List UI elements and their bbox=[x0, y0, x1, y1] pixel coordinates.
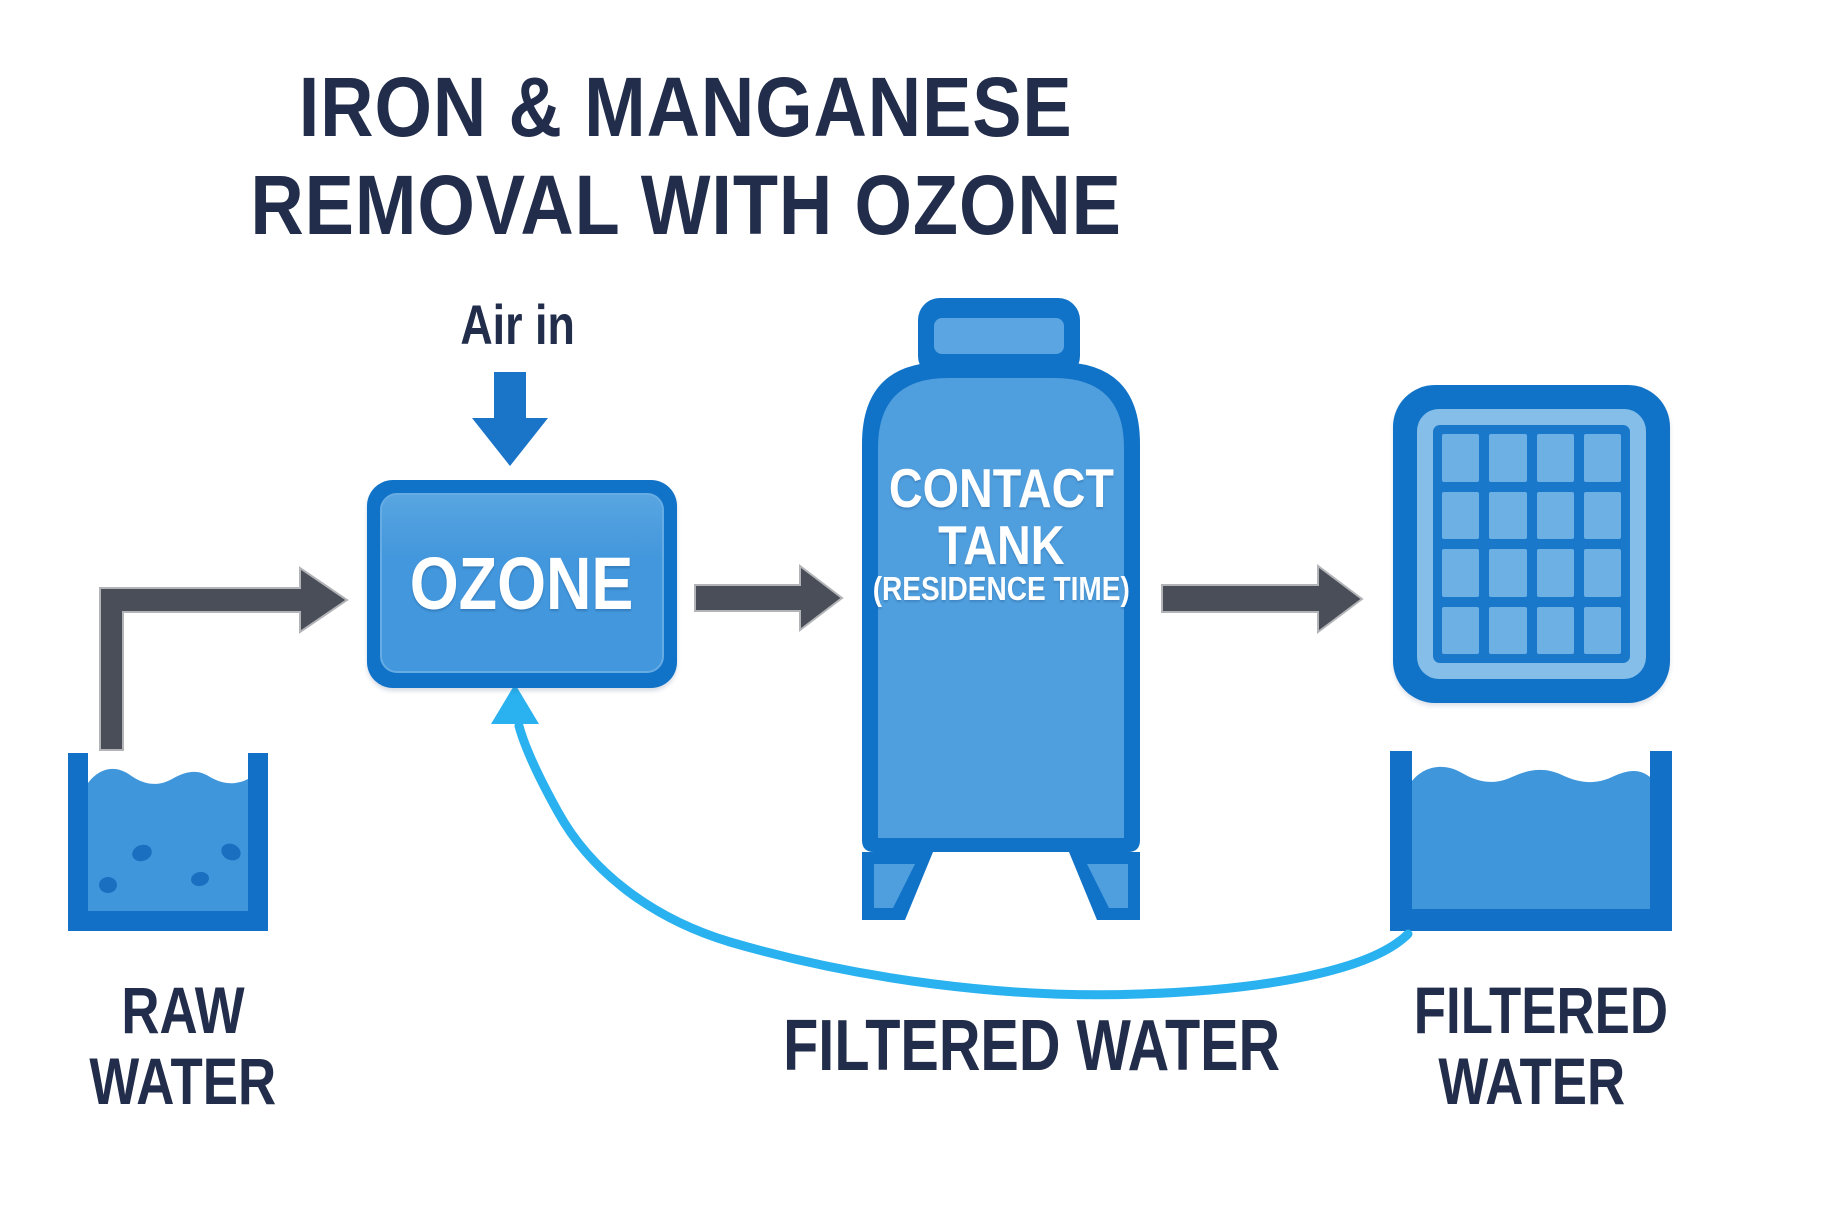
raw-water-container bbox=[68, 753, 268, 931]
contact-tank-shape bbox=[862, 298, 1140, 920]
filter-cell bbox=[1583, 606, 1621, 654]
filtered-water-center-label: FILTERED WATER bbox=[783, 1006, 1281, 1086]
air-in-label: Air in bbox=[460, 293, 576, 356]
ozone-generator: OZONE bbox=[367, 480, 677, 688]
right-arrow-icon bbox=[99, 566, 349, 751]
particle-dot bbox=[221, 843, 241, 861]
filter-cell bbox=[1536, 549, 1574, 597]
filter-cell bbox=[1442, 491, 1480, 539]
title-line-1: IRON & MANGANESE bbox=[299, 60, 1073, 154]
filter-cell bbox=[1489, 434, 1527, 482]
container-wall-bottom bbox=[1390, 909, 1672, 931]
container-wall-right bbox=[1650, 751, 1672, 931]
arrow-raw-to-ozone bbox=[99, 566, 349, 751]
particle-dot bbox=[132, 844, 152, 862]
filter-cell bbox=[1489, 549, 1527, 597]
air-in-arrow bbox=[472, 372, 548, 466]
page-title: IRON & MANGANESE REMOVAL WITH OZONE bbox=[0, 58, 1372, 255]
filtered-water-fill bbox=[1412, 766, 1650, 911]
filter-cell bbox=[1536, 491, 1574, 539]
particle-dot bbox=[99, 877, 117, 893]
right-arrow-icon bbox=[694, 563, 844, 633]
contact-tank-label-line2: TANK bbox=[937, 514, 1065, 576]
up-arrowhead-icon bbox=[491, 684, 539, 724]
container-wall-left bbox=[68, 753, 88, 931]
down-arrow-icon bbox=[472, 372, 548, 466]
title-line-2: REMOVAL WITH OZONE bbox=[250, 158, 1122, 253]
filter-ring bbox=[1417, 409, 1646, 679]
recycle-arrow bbox=[491, 684, 1413, 1000]
contact-tank-subtitle: (RESIDENCE TIME) bbox=[872, 570, 1130, 607]
filter-cell bbox=[1583, 549, 1621, 597]
filtered-water-right-label: FILTERED WATER bbox=[1413, 973, 1668, 1119]
filter-cell bbox=[1442, 549, 1480, 597]
arrow-ozone-to-tank bbox=[694, 563, 844, 633]
tank-body-fill bbox=[878, 378, 1124, 838]
filter-cell bbox=[1442, 606, 1480, 654]
filter-cell bbox=[1442, 434, 1480, 482]
filter-cell bbox=[1583, 434, 1621, 482]
filter-cell bbox=[1583, 491, 1621, 539]
ozone-label: OZONE bbox=[410, 541, 634, 625]
particle-dot bbox=[191, 871, 209, 887]
right-arrow-icon bbox=[1161, 564, 1364, 634]
tank-leg-left-inset bbox=[874, 864, 915, 908]
filter-cell bbox=[1489, 491, 1527, 539]
tank-leg-right-inset bbox=[1087, 864, 1128, 908]
filter-grid bbox=[1433, 425, 1630, 663]
container-wall-bottom bbox=[68, 911, 268, 931]
container-wall-left bbox=[1390, 751, 1412, 931]
recycle-curve bbox=[514, 721, 1413, 1000]
container-wall-right bbox=[248, 753, 268, 931]
filter-unit bbox=[1393, 385, 1670, 703]
filter-cell bbox=[1536, 606, 1574, 654]
filter-cell bbox=[1489, 606, 1527, 654]
raw-water-label: RAW WATER bbox=[89, 973, 277, 1119]
tank-cap-inset bbox=[934, 318, 1064, 354]
contact-tank-label-line1: CONTACT bbox=[888, 457, 1114, 519]
ozone-generator-face: OZONE bbox=[380, 493, 664, 673]
arrow-tank-to-filter bbox=[1161, 564, 1364, 634]
filtered-water-container bbox=[1390, 751, 1672, 931]
filter-cell bbox=[1536, 434, 1574, 482]
